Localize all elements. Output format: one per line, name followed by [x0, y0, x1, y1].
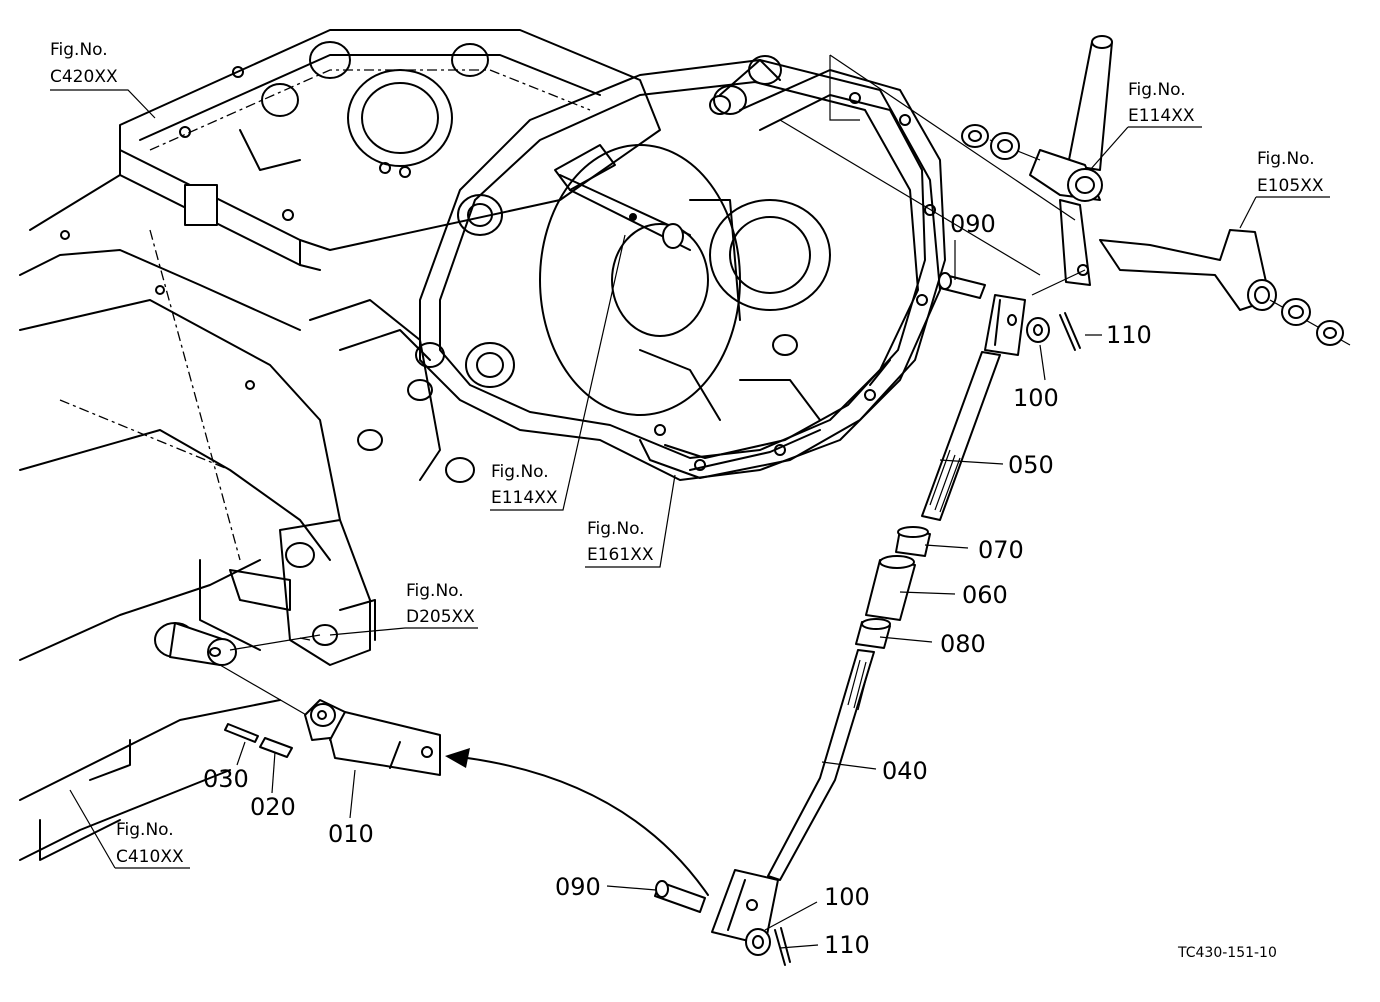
callout-020: 020: [250, 793, 296, 821]
fig-ref-title: Fig.No.: [1128, 80, 1186, 100]
callout-090-top: 090: [950, 210, 996, 238]
lever-parts: [154, 622, 709, 896]
fig-ref-code: E114XX: [491, 488, 558, 508]
transmission-housing: [19, 29, 661, 861]
callout-010: 010: [328, 820, 374, 848]
leader-lines: [50, 54, 1330, 949]
drawing-code: TC430-151-10: [1177, 945, 1277, 961]
fig-ref-title: Fig.No.: [587, 519, 645, 539]
callout-110-bottom: 110: [824, 931, 870, 959]
callout-090-bottom: 090: [555, 873, 601, 901]
clutch-rod-assembly: [711, 294, 1026, 946]
callout-060: 060: [962, 581, 1008, 609]
fig-ref-c420: Fig.No. C420XX: [50, 40, 118, 87]
flywheel-housing: [639, 69, 946, 479]
pins-washers: [654, 272, 1081, 966]
release-shaft-lever: [961, 35, 1351, 346]
callout-030: 030: [203, 765, 249, 793]
fig-ref-code: C410XX: [116, 847, 184, 867]
fig-ref-code: D205XX: [406, 607, 475, 627]
fig-ref-e114-top: Fig.No. E114XX: [1128, 80, 1195, 126]
fig-ref-code: E105XX: [1257, 176, 1324, 196]
fig-ref-title: Fig.No.: [491, 462, 549, 482]
fig-ref-code: E114XX: [1128, 106, 1195, 126]
callout-080: 080: [940, 630, 986, 658]
fig-ref-title: Fig.No.: [50, 40, 108, 60]
callout-040: 040: [882, 757, 928, 785]
fig-ref-title: Fig.No.: [1257, 149, 1315, 169]
callout-100-bottom: 100: [824, 883, 870, 911]
fig-ref-e105: Fig.No. E105XX: [1257, 149, 1324, 196]
fig-ref-code: C420XX: [50, 67, 118, 87]
fig-ref-d205: Fig.No. D205XX: [406, 581, 475, 627]
fig-ref-e161: Fig.No. E161XX: [587, 519, 654, 565]
callout-100-top: 100: [1013, 384, 1059, 412]
callout-070: 070: [978, 536, 1024, 564]
fig-ref-c410: Fig.No. C410XX: [116, 820, 184, 867]
callouts: 090 110 100 050 070 060 080 040 030 020 …: [203, 210, 1152, 959]
fig-ref-title: Fig.No.: [116, 820, 174, 840]
fig-ref-title: Fig.No.: [406, 581, 464, 601]
fig-ref-e114-mid: Fig.No. E114XX: [491, 462, 558, 508]
callout-050: 050: [1008, 451, 1054, 479]
fig-ref-code: E161XX: [587, 545, 654, 565]
callout-110-top: 110: [1106, 321, 1152, 349]
